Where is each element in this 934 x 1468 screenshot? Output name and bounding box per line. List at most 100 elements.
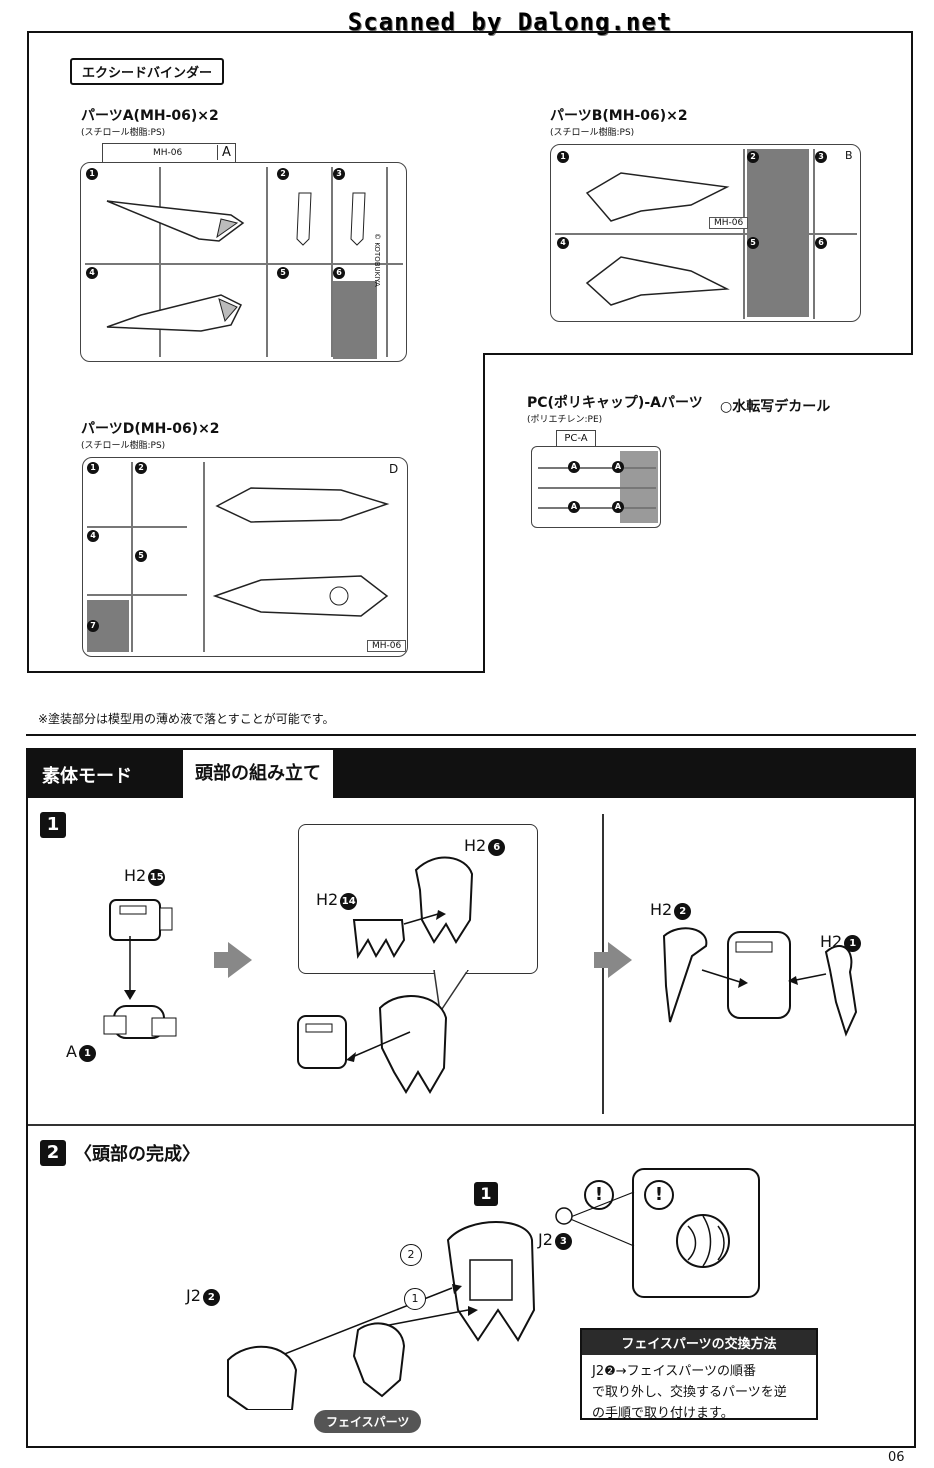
part-b-material: (スチロール樹脂:PS) bbox=[550, 128, 635, 138]
gate-number: 7 bbox=[87, 620, 99, 632]
page-number: 06 bbox=[888, 1450, 905, 1465]
part-a-code-tab: MH-06 A bbox=[102, 143, 236, 163]
ball-joint-icon bbox=[676, 1214, 730, 1268]
pc-header: PC(ポリキャップ)-Aパーツ (ポリエチレン:PE) bbox=[527, 392, 703, 425]
gate-number: 3 bbox=[333, 168, 345, 180]
part-code: J2 bbox=[186, 1286, 201, 1305]
small-part-shape bbox=[350, 192, 366, 246]
gate-number: 1 bbox=[557, 151, 569, 163]
part-d-title: パーツD(MH-06)×2 bbox=[81, 421, 220, 437]
part-b-sprue: 1 2 3 4 5 6 B MH-06 bbox=[550, 144, 861, 322]
part-code: H2 bbox=[650, 900, 673, 919]
pc-code-tab: PC-A bbox=[556, 430, 596, 447]
side-hair-assembly-illustration bbox=[662, 927, 858, 1037]
part-number: 1 bbox=[78, 1045, 96, 1062]
pc-marker: A bbox=[568, 501, 580, 513]
step-number: 1 bbox=[40, 812, 66, 838]
step-number: 2 bbox=[40, 1140, 66, 1166]
detail-callout: ! bbox=[632, 1168, 760, 1298]
pc-marker: A bbox=[568, 461, 580, 473]
swap-box-title: フェイスパーツの交換方法 bbox=[582, 1330, 816, 1355]
part-d-code: MH-06 bbox=[367, 640, 407, 652]
gate-number: 1 bbox=[86, 168, 98, 180]
face-swap-instructions: フェイスパーツの交換方法 J2❷→フェイスパーツの順番 で取り外し、交換するパー… bbox=[580, 1328, 818, 1421]
face-parts-label: フェイスパーツ bbox=[314, 1410, 422, 1433]
binder-blade-shape bbox=[106, 294, 243, 332]
assembly-title: 頭部の組み立て bbox=[183, 750, 335, 798]
decal-item: ○水転写デカール bbox=[720, 399, 831, 415]
part-number: 15 bbox=[148, 869, 166, 886]
pc-material: (ポリエチレン:PE) bbox=[527, 415, 603, 425]
paint-note: ※塗装部分は模型用の薄め液で落とすことが可能です。 bbox=[38, 712, 335, 726]
mode-label: 素体モード bbox=[42, 766, 132, 787]
gate-number: 1 bbox=[87, 462, 99, 474]
part-b-title: パーツB(MH-06)×2 bbox=[550, 108, 688, 124]
gate-number: 2 bbox=[277, 168, 289, 180]
part-a-title: パーツA(MH-06)×2 bbox=[81, 108, 219, 124]
assembly-banner: 素体モード 頭部の組み立て bbox=[28, 750, 914, 798]
part-a-material: (スチロール樹脂:PS) bbox=[81, 128, 166, 138]
swap-line: の手順で取り付けます。 bbox=[592, 1406, 734, 1421]
head-base-illustration bbox=[103, 1005, 177, 1039]
part-d-material: (スチロール樹脂:PS) bbox=[81, 441, 166, 451]
binder-blade-shape bbox=[106, 200, 245, 242]
part-b-code: MH-06 bbox=[709, 217, 749, 229]
part-d-sprue: 1 2 4 5 7 D MH-06 bbox=[82, 457, 408, 657]
part-d-letter: D bbox=[389, 462, 399, 476]
gate-number: 4 bbox=[557, 237, 569, 249]
step-title: 〈頭部の完成〉 bbox=[74, 1144, 200, 1165]
part-a-code: MH-06 bbox=[153, 148, 183, 158]
gate-number: 2 bbox=[135, 462, 147, 474]
part-a-letter: A bbox=[217, 145, 231, 160]
pc-marker: A bbox=[612, 501, 624, 513]
step-separator bbox=[28, 1124, 914, 1126]
part-number: 6 bbox=[488, 839, 506, 856]
next-step-arrow bbox=[594, 942, 632, 978]
pc-marker: A bbox=[612, 461, 624, 473]
warning-icon: ! bbox=[584, 1180, 614, 1210]
parts-frame bbox=[27, 31, 913, 673]
part-number: 3 bbox=[554, 1233, 572, 1250]
swap-box-body: J2❷→フェイスパーツの順番 で取り外し、交換するパーツを逆 の手順で取り付けま… bbox=[582, 1355, 816, 1430]
parts-section: エクシードバインダー パーツA(MH-06)×2 (スチロール樹脂:PS) MH… bbox=[26, 30, 916, 740]
assembly-arrow bbox=[124, 936, 136, 1000]
part-number: 2 bbox=[202, 1289, 220, 1306]
part-code: H2 bbox=[316, 890, 339, 909]
part-b-header: パーツB(MH-06)×2 (スチロール樹脂:PS) bbox=[550, 105, 688, 138]
gate-number: 5 bbox=[277, 267, 289, 279]
copyright-mark: © KOTOBUKIYA bbox=[373, 233, 381, 287]
part-number: 2 bbox=[674, 903, 692, 920]
painted-part-area bbox=[333, 281, 377, 359]
part-code: A bbox=[66, 1042, 77, 1061]
callout-pointer bbox=[433, 970, 469, 1015]
part-number: 1 bbox=[844, 935, 862, 952]
parts-section-bottom-rule bbox=[26, 734, 916, 736]
hair-piece-illustration bbox=[352, 856, 474, 959]
part-code: H2 bbox=[124, 866, 147, 885]
order-marker: 1 bbox=[404, 1288, 426, 1310]
callout-lines bbox=[555, 1191, 635, 1247]
binder-long-part-shape bbox=[215, 487, 390, 523]
binder-blade-shape bbox=[585, 256, 730, 306]
reference-step-number: 1 bbox=[474, 1182, 498, 1206]
part-number: 14 bbox=[340, 893, 358, 910]
part-code: J2 bbox=[538, 1230, 553, 1249]
head-block-illustration bbox=[109, 899, 173, 941]
part-a-sprue: 1 2 3 4 5 6 © KOTOBUKIYA bbox=[80, 162, 407, 362]
parts-group-tag: エクシードバインダー bbox=[70, 58, 225, 85]
part-a-header: パーツA(MH-06)×2 (スチロール樹脂:PS) bbox=[81, 105, 219, 138]
head-completion-illustration bbox=[227, 1221, 536, 1410]
next-step-arrow bbox=[214, 942, 252, 978]
binder-blade-shape bbox=[585, 172, 730, 222]
swap-line: J2❷→フェイスパーツの順番 bbox=[592, 1364, 757, 1379]
small-part-shape bbox=[296, 192, 312, 246]
swap-line: で取り外し、交換するパーツを逆 bbox=[592, 1385, 787, 1400]
warning-icon: ! bbox=[644, 1180, 674, 1210]
gate-number: 5 bbox=[135, 550, 147, 562]
gate-number: 6 bbox=[815, 237, 827, 249]
